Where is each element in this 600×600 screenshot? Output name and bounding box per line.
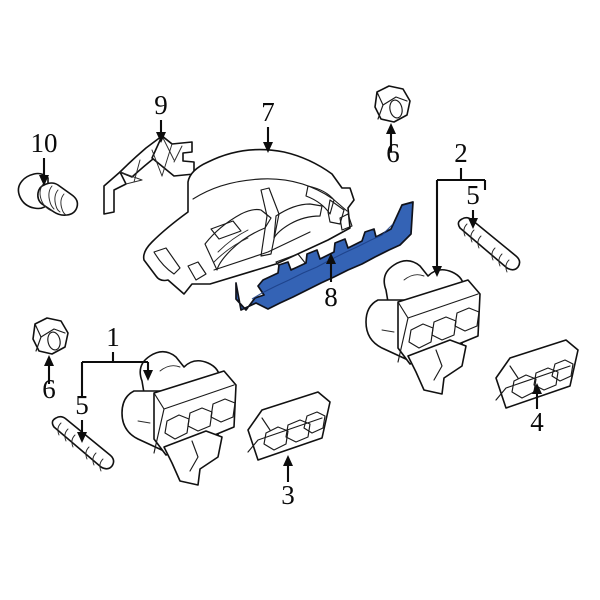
part-bracket[interactable]	[103, 135, 195, 215]
callout-label-9: 9	[154, 90, 168, 120]
callout-label-6-bottom: 6	[42, 374, 56, 404]
callout-label-5-right: 5	[466, 180, 480, 210]
callout-label-3: 3	[281, 480, 295, 510]
leader-7	[263, 127, 273, 153]
leader-9	[156, 120, 166, 143]
leader-8	[326, 253, 336, 282]
part-manifold-right[interactable]	[365, 259, 481, 395]
part-nut-bottom[interactable]	[32, 317, 69, 355]
part-manifold-left[interactable]	[121, 350, 237, 486]
part-gasket-right[interactable]	[495, 339, 579, 409]
callout-label-8: 8	[324, 282, 338, 312]
leader-5-right	[468, 210, 478, 229]
leader-3	[283, 455, 293, 482]
callout-label-4: 4	[530, 407, 544, 437]
part-stud-left[interactable]	[51, 415, 115, 472]
part-gasket-left[interactable]	[247, 391, 331, 461]
part-bolt[interactable]	[17, 172, 79, 216]
part-lower-heat-shield-highlighted[interactable]	[235, 201, 414, 311]
leader-2	[432, 168, 487, 277]
callout-label-2: 2	[454, 138, 468, 168]
callout-label-1: 1	[106, 322, 120, 352]
part-upper-heat-shield[interactable]	[142, 148, 355, 295]
callout-label-10: 10	[31, 128, 58, 158]
part-nut-top[interactable]	[374, 85, 411, 123]
callout-label-7: 7	[261, 97, 275, 127]
leader-6-top	[386, 123, 396, 152]
leader-4	[532, 383, 542, 409]
leader-1	[77, 352, 153, 443]
callout-label-6-top: 6	[386, 138, 400, 168]
callout-labels: 10 9 7 6 2 5 8 6 1 5 3 4	[31, 90, 545, 510]
callout-label-5-left: 5	[75, 390, 89, 420]
leader-6-bottom	[44, 355, 54, 384]
part-stud-right[interactable]	[457, 216, 521, 273]
leader-10	[39, 158, 49, 186]
